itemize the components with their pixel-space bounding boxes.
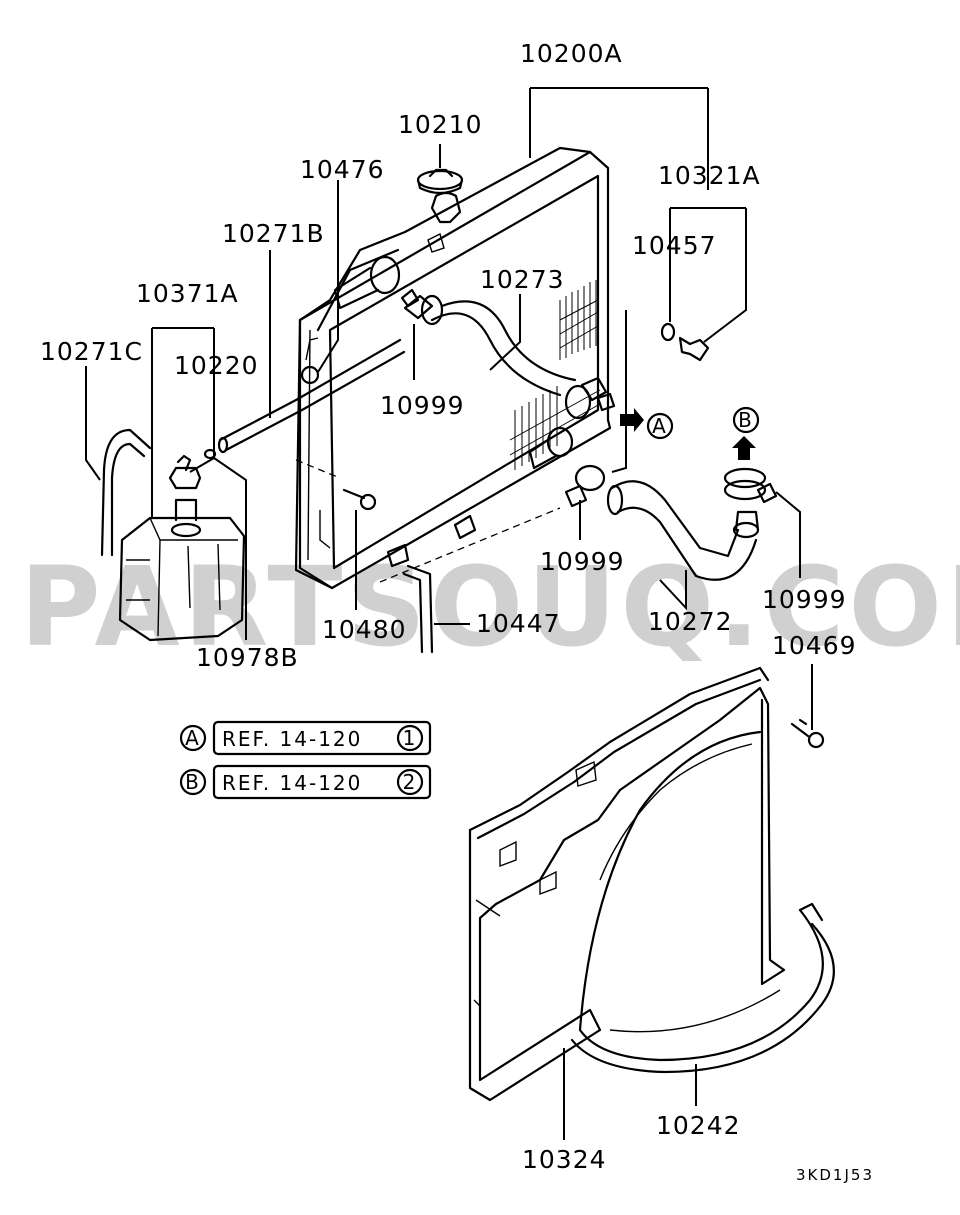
reserve-hoses xyxy=(100,338,406,557)
arrow-right-icon xyxy=(620,408,644,432)
drain-hose xyxy=(402,564,434,654)
ref-b-marker xyxy=(732,406,760,434)
part-labels: 10200A 10210 10321A 10476 10457 10271B 1… xyxy=(40,39,857,1174)
label-10272: 10272 xyxy=(648,607,733,636)
ref-a-num: 1 xyxy=(403,726,418,750)
ref-a-marker xyxy=(646,412,674,440)
label-10324: 10324 xyxy=(522,1145,607,1174)
leader-lines xyxy=(85,87,813,1140)
label-10242: 10242 xyxy=(656,1111,741,1140)
label-10371A: 10371A xyxy=(136,279,239,308)
dash-line xyxy=(295,459,341,479)
label-10220: 10220 xyxy=(174,351,259,380)
label-10210: 10210 xyxy=(398,110,483,139)
drain-plug xyxy=(660,322,710,362)
fan-shroud-ring xyxy=(570,730,835,1074)
label-10457: 10457 xyxy=(632,231,717,260)
ref-b-letter: B xyxy=(185,770,201,794)
lower-clamp xyxy=(564,464,606,508)
reserve-tank xyxy=(118,454,246,642)
label-10200A: 10200A xyxy=(520,39,623,68)
radiator-cap xyxy=(416,168,464,195)
ref-a-text: REF. 14-120 xyxy=(222,727,362,751)
reference-b[interactable]: B REF. 14-120 2 xyxy=(179,764,432,800)
label-10469: 10469 xyxy=(772,631,857,660)
dash-line xyxy=(379,507,561,583)
svg-text:A: A xyxy=(652,414,668,438)
ref-arrows: A B xyxy=(620,406,760,460)
upper-hose xyxy=(400,288,616,420)
label-10271C: 10271C xyxy=(40,337,143,366)
arrow-up-icon xyxy=(732,436,756,460)
diagram-code: 3KD1J53 xyxy=(796,1166,874,1184)
lower-hose xyxy=(606,480,760,581)
label-10321A: 10321A xyxy=(658,161,761,190)
radiator xyxy=(294,146,612,590)
label-10480: 10480 xyxy=(322,615,407,644)
label-10999-right: 10999 xyxy=(762,585,847,614)
ref-b-num: 2 xyxy=(403,770,418,794)
reference-a[interactable]: A REF. 14-120 1 xyxy=(179,720,432,756)
label-10447: 10447 xyxy=(476,609,561,638)
right-clamp xyxy=(723,467,778,504)
label-10978B: 10978B xyxy=(196,643,299,672)
label-10999-lower: 10999 xyxy=(540,547,625,576)
ref-a-letter: A xyxy=(185,726,201,750)
svg-text:B: B xyxy=(738,408,754,432)
ref-b-text: REF. 14-120 xyxy=(222,771,362,795)
label-10271B: 10271B xyxy=(222,219,325,248)
bolts xyxy=(342,488,825,749)
label-10999-upper: 10999 xyxy=(380,391,465,420)
label-10273: 10273 xyxy=(480,265,565,294)
watermark: PARTSOUQ.COM xyxy=(20,543,960,671)
fan-shroud xyxy=(468,666,786,1102)
label-10476: 10476 xyxy=(300,155,385,184)
